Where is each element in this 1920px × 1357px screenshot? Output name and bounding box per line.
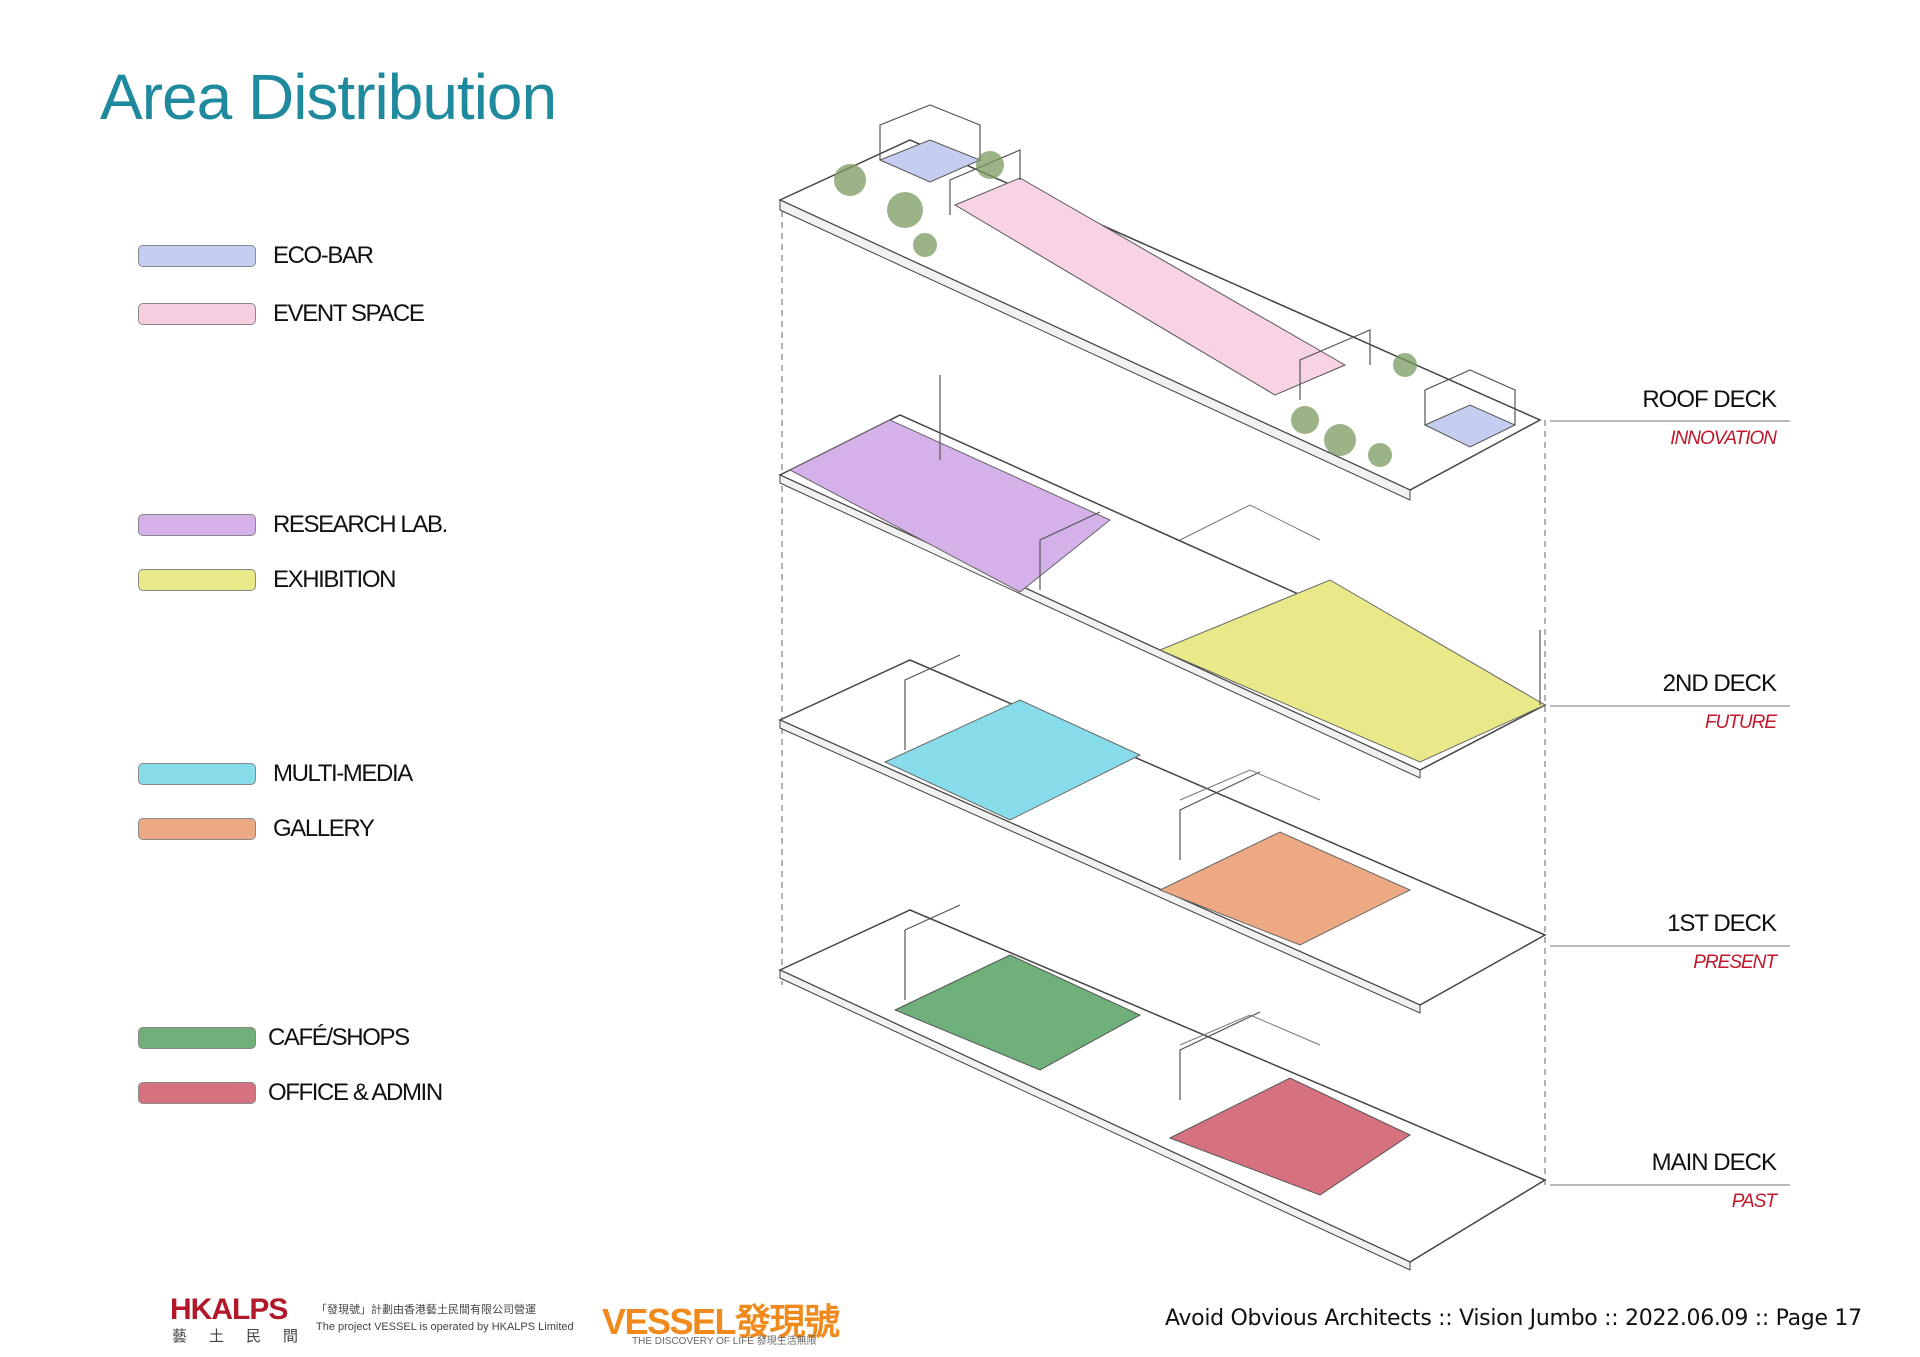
legend-swatch [138,1082,256,1104]
legend-swatch [138,514,256,536]
vessel-tagline: THE DISCOVERY OF LIFE 發現生活無限 [632,1336,817,1347]
hkalps-chinese: 藝土民間 [172,1328,321,1345]
legend-label: ECO-BAR [273,242,374,269]
second-deck-plan [778,375,1547,779]
legend-label: RESEARCH LAB. [273,511,448,538]
legend-swatch [138,763,256,785]
hkalps-wordmark: HKALPS [170,1293,288,1326]
legend-swatch [138,569,256,591]
operator-note: 「發現號」計劃由香港藝土民間有限公司營運 The project VESSEL … [316,1302,574,1336]
legend-swatch [138,1027,256,1049]
legend-label: EVENT SPACE [273,300,425,327]
page-title: Area Distribution [100,61,557,133]
legend-label: OFFICE & ADMIN [268,1079,443,1106]
deck-name: ROOF DECK [1642,386,1777,413]
deck-name: 2ND DECK [1662,670,1777,697]
tree-icon [834,151,1417,467]
deck-label-main: MAIN DECK PAST [1556,1149,1777,1213]
deck-label-2nd: 2ND DECK FUTURE [1556,670,1777,734]
deck-subtitle: FUTURE [1704,712,1777,733]
legend-label: CAFÉ/SHOPS [268,1024,410,1051]
deck-label-1st: 1ST DECK PRESENT [1556,910,1777,974]
deck-leader-lines [1550,420,1790,1186]
deck-subtitle: INNOVATION [1670,428,1777,449]
deck-subtitle: PAST [1731,1191,1777,1212]
legend-label: MULTI-MEDIA [273,760,413,787]
operator-note-en: The project VESSEL is operated by HKALPS… [316,1321,574,1333]
legend-label: EXHIBITION [273,566,396,593]
vertical-guides [781,200,1546,1190]
legend-swatch [138,245,256,267]
legend-label: GALLERY [273,815,375,842]
legend-swatch [138,303,256,325]
deck-subtitle: PRESENT [1693,952,1777,973]
operator-note-cn: 「發現號」計劃由香港藝土民間有限公司營運 [316,1304,536,1316]
page-footer: Avoid Obvious Architects :: Vision Jumbo… [1165,1306,1862,1331]
legend-swatch [138,818,256,840]
deck-label-roof: ROOF DECK INNOVATION [1556,386,1777,450]
deck-name: MAIN DECK [1651,1149,1777,1176]
roof-deck-plan [778,104,1542,501]
vessel-wordmark: VESSEL發現號 [602,1301,840,1342]
main-deck-plan [778,904,1547,1271]
deck-name: 1ST DECK [1667,910,1777,937]
first-deck-plan [778,654,1547,1014]
